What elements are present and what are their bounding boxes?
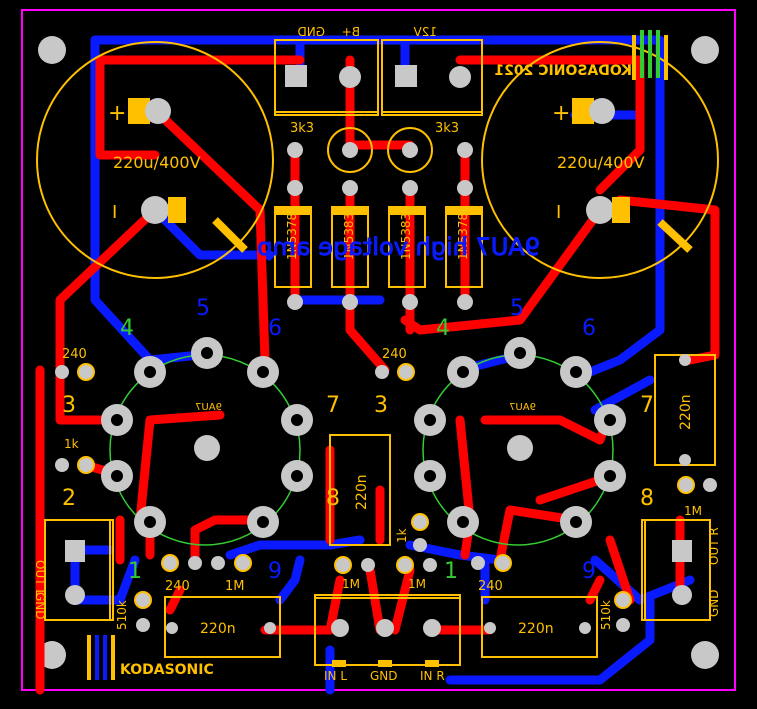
capacitor-left-plus: +: [108, 101, 126, 126]
tube-socket-right: 9AU7 4 5 6 3 1 9 8 7: [374, 296, 654, 584]
tube-left-label: 9AU7: [195, 402, 222, 413]
anode-resistor-left-label: 3k3: [290, 121, 314, 136]
tube-right-pin-3: 3: [374, 393, 388, 418]
tube-left-pin-4: 4: [120, 316, 134, 341]
tube-right-pin-6: 6: [582, 316, 596, 341]
capacitor-right-value: 220u/400V: [557, 153, 645, 172]
diode-4-label: 1N5378: [456, 213, 470, 260]
tube-right-pin-4: 4: [436, 316, 450, 341]
mounting-holes: [38, 36, 719, 669]
grid-resistor-left-label: 240: [62, 347, 87, 362]
diode-4: 1N5378: [445, 206, 483, 288]
input-gnd-label: GND: [370, 669, 398, 683]
connector-bplus-label: B+: [342, 25, 360, 39]
capacitor-center-label: 220n: [354, 474, 370, 510]
capacitor-right-label: 220n: [678, 394, 694, 430]
capacitor-right: + 220u/400V I: [481, 41, 719, 279]
grid-resistors-top: 240 240: [55, 347, 415, 381]
input-left-label: IN L: [324, 669, 347, 683]
zener-diodes: 1N5378 1N5383 1N5383 1N5378: [274, 206, 483, 288]
cap-left-bleeder-mark: [212, 217, 248, 253]
tube-left-pin-1: 1: [128, 559, 142, 584]
capacitor-right-plus: +: [552, 101, 570, 126]
tube-socket-left: 9AU7 4 5 6 3 2 1 9 8 7: [62, 296, 340, 584]
tube-left-pin-3: 3: [62, 393, 76, 418]
brand-bottom-label: KODASONIC: [120, 662, 214, 678]
tube-right-pin-8: 8: [640, 486, 654, 511]
connector-gnd-label: GND: [297, 25, 325, 39]
capacitor-bottom-left-label: 220n: [200, 621, 236, 637]
input-resistor-left-label: 1M: [342, 577, 360, 591]
board-outline: [21, 9, 736, 691]
diode-1: 1N5378: [274, 206, 312, 288]
tube-left-pin-2: 2: [62, 486, 76, 511]
capacitor-bottom-right-label: 220n: [518, 621, 554, 637]
grid-resistor-left-b-label: 240: [165, 579, 190, 594]
output-connector-right: OUT R GND: [641, 519, 721, 621]
cathode-resistor-right-label: 1k: [395, 528, 409, 543]
title-mirrored: 9AU7 high voltage amp: [257, 233, 540, 261]
leak-resistor-right-label: 1M: [684, 504, 702, 518]
capacitor-coupling-center: 220n: [329, 434, 391, 546]
grid-resistor-right-b-label: 240: [478, 579, 503, 594]
diode-pads: [287, 180, 473, 310]
output-left-label: OUT L: [33, 560, 47, 596]
tube-right-pin-7: 7: [640, 393, 654, 418]
connector-12v-label: 12V: [413, 25, 437, 39]
brand-bottom-stripes: [87, 635, 115, 680]
tube-left-pin-8: 8: [326, 486, 340, 511]
input-right-label: IN R: [420, 669, 445, 683]
cathode-resistor-left-label: 1k: [64, 437, 79, 451]
tube-right-pin-5: 5: [510, 296, 524, 321]
diode-3-label: 1N5383: [399, 213, 413, 260]
input-resistor-right-label: 1M: [408, 577, 426, 591]
load-resistor-right-label: 510k: [599, 600, 613, 630]
capacitor-bottom-left: 220n: [164, 596, 281, 658]
capacitor-coupling-right: 220n: [654, 354, 716, 466]
tube-right-pin-9: 9: [582, 559, 596, 584]
diode-2-label: 1N5383: [342, 213, 356, 260]
brand-top-label: KODASONIC 2021: [494, 63, 632, 79]
grid-resistor-right-label: 240: [382, 347, 407, 362]
anode-resistors: 3k3 3k3: [287, 121, 473, 173]
diode-1-label: 1N5378: [285, 213, 299, 260]
input-connector: IN L GND IN R: [314, 594, 461, 683]
output-left-gnd-label: GND: [33, 592, 47, 620]
capacitor-left: + 220u/400V I: [36, 41, 274, 279]
leak-resistor-left-label: 1M: [225, 579, 245, 594]
capacitor-left-minus: I: [112, 202, 117, 223]
connector-power-right: 12V: [381, 25, 483, 116]
capacitor-right-minus: I: [556, 202, 561, 223]
tube-right-pin-1: 1: [444, 559, 458, 584]
cathode-resistors: 1k 1k: [55, 437, 429, 552]
output-right-gnd-label: GND: [707, 589, 721, 617]
connector-power-left: GND B+: [274, 25, 379, 116]
bottom-resistor-pads: 240 1M 1M 1M 240 510k 510k: [115, 554, 632, 632]
capacitor-bottom-right: 220n: [481, 596, 598, 658]
diode-2: 1N5383: [331, 206, 369, 288]
diode-3: 1N5383: [388, 206, 426, 288]
load-resistor-left-label: 510k: [115, 600, 129, 630]
tube-left-pin-6: 6: [268, 316, 282, 341]
capacitor-left-value: 220u/400V: [113, 153, 201, 172]
brand-top-stripes: [632, 30, 668, 80]
anode-resistor-right-label: 3k3: [435, 121, 459, 136]
cap-right-bleeder-mark: [657, 219, 693, 253]
output-connector-left: OUT L GND: [33, 519, 114, 621]
output-right-label: OUT R: [707, 527, 721, 565]
tube-left-pin-5: 5: [196, 296, 210, 321]
leak-resistor-right: 1M: [677, 476, 717, 518]
tube-right-label: 9AU7: [509, 402, 536, 413]
tube-left-pin-9: 9: [268, 559, 282, 584]
tube-left-pin-7: 7: [326, 393, 340, 418]
